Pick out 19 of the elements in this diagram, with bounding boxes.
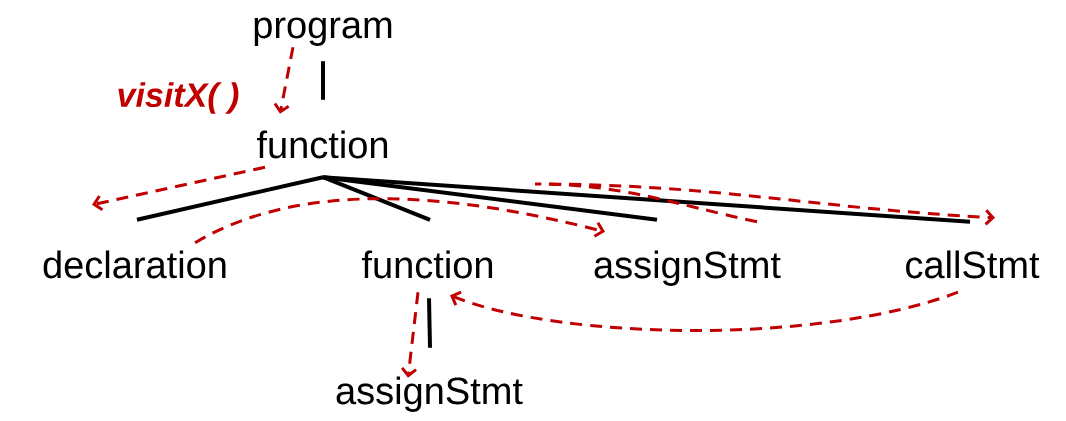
tree-node-label: function xyxy=(362,250,493,279)
traversal-arrow xyxy=(273,46,295,114)
tree-line xyxy=(427,298,432,348)
traversal-arrow xyxy=(194,197,605,245)
traversal-arrow xyxy=(92,165,266,211)
traversal-arrow xyxy=(400,292,420,378)
tree-node-label: program xyxy=(254,17,392,46)
tree-line xyxy=(136,175,324,222)
tree-node-label: function xyxy=(257,130,388,159)
tree-line xyxy=(321,61,325,100)
edge-label: visitX( ) xyxy=(118,82,239,114)
tree-line xyxy=(322,175,971,224)
tree-node-label: assignStmt xyxy=(594,250,781,286)
tree-node-label: callStmt xyxy=(906,250,1040,279)
traversal-arrow xyxy=(533,182,995,226)
tree-node-label: declaration xyxy=(43,250,226,279)
tree-line xyxy=(322,175,431,222)
tree-node-label: assignStmt xyxy=(336,376,523,412)
traversal-arrow xyxy=(450,290,959,332)
